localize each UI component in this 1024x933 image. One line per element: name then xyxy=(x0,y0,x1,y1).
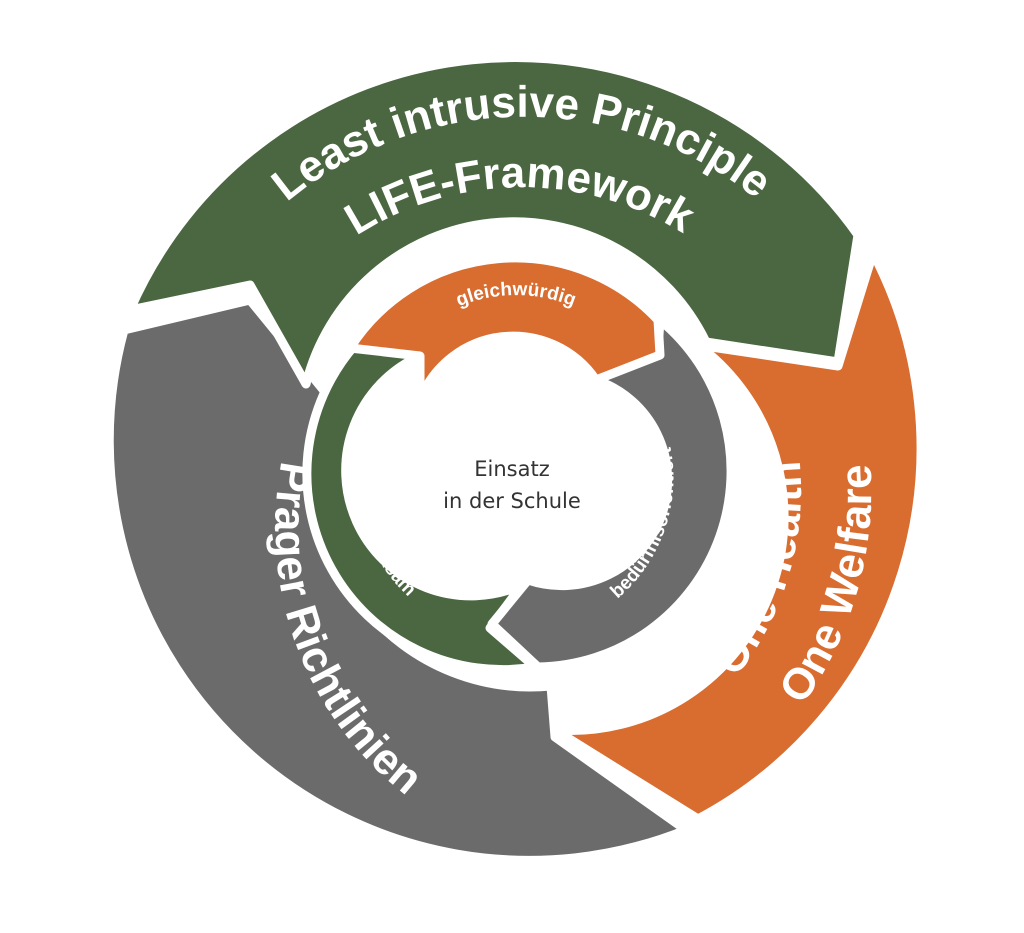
outer-ring xyxy=(104,53,926,865)
inner-orange-segment xyxy=(345,253,665,405)
center-label-line2: in der Schule xyxy=(443,489,581,513)
center-circle xyxy=(412,385,612,585)
inner-ring xyxy=(302,253,736,675)
outer-green-segment xyxy=(125,53,863,389)
outer-orange-segment xyxy=(550,248,926,824)
center-label-line1: Einsatz xyxy=(474,457,549,481)
